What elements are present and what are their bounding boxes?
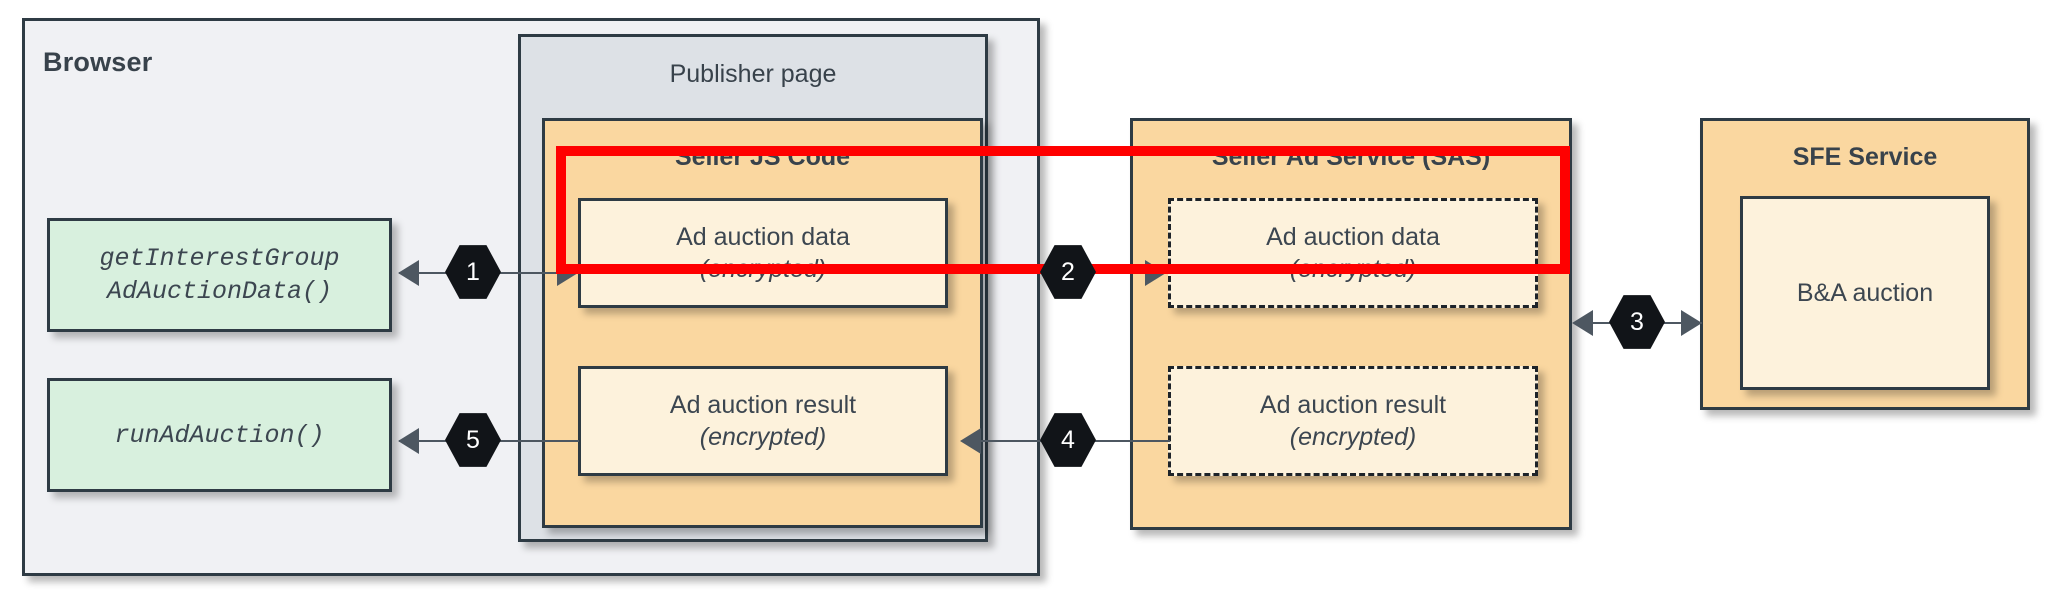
- connector-step-5-arrowhead: [398, 428, 419, 454]
- seller-js-ad-auction-data-box: Ad auction data (encrypted): [578, 198, 948, 308]
- publisher-page-title: Publisher page: [669, 60, 837, 88]
- browser-label: Browser: [43, 47, 153, 77]
- get-interest-group-ad-auction-data-label-line1: getInterestGroup: [99, 244, 340, 273]
- seller-js-ad-auction-data-sublabel: (encrypted): [699, 255, 827, 283]
- get-interest-group-ad-auction-data-label-line2: AdAuctionData(): [106, 277, 333, 306]
- sfe-ba-auction-box: B&A auction: [1740, 196, 1990, 390]
- connector-step-2-arrowhead: [1145, 260, 1166, 286]
- step-marker-3: 3: [1609, 295, 1665, 349]
- sas-ad-auction-data-sublabel: (encrypted): [1289, 255, 1417, 283]
- step-marker-2-number: 2: [1061, 257, 1075, 286]
- seller-ad-service-title: Seller Ad Service (SAS): [1211, 143, 1491, 171]
- step-marker-4-number: 4: [1061, 425, 1075, 454]
- seller-js-ad-auction-result-box: Ad auction result (encrypted): [578, 366, 948, 476]
- connector-step-1-arrowhead-right: [557, 260, 578, 286]
- seller-js-ad-auction-result-label: Ad auction result: [669, 390, 857, 419]
- seller-js-ad-auction-data-label: Ad auction data: [676, 222, 850, 251]
- run-ad-auction-label: runAdAuction(): [114, 420, 325, 450]
- sfe-service-title: SFE Service: [1792, 143, 1938, 171]
- connector-step-3-arrowhead-left: [1572, 310, 1593, 336]
- seller-js-code-title: Seller JS Code: [674, 143, 851, 171]
- sas-ad-auction-result-label: Ad auction result: [1259, 390, 1447, 419]
- step-marker-3-number: 3: [1630, 307, 1644, 336]
- sas-ad-auction-result-box: Ad auction result (encrypted): [1168, 366, 1538, 476]
- connector-step-4-arrowhead: [960, 428, 981, 454]
- connector-step-1-arrowhead-left: [398, 260, 419, 286]
- get-interest-group-ad-auction-data-box: getInterestGroup AdAuctionData(): [47, 218, 392, 332]
- sas-ad-auction-result-sublabel: (encrypted): [1289, 423, 1417, 451]
- step-marker-2: 2: [1040, 245, 1096, 299]
- step-marker-4: 4: [1040, 413, 1096, 467]
- sfe-ba-auction-label: B&A auction: [1796, 278, 1934, 307]
- connector-step-3-arrowhead-right: [1681, 310, 1702, 336]
- run-ad-auction-box: runAdAuction(): [47, 378, 392, 492]
- step-marker-1-number: 1: [466, 257, 480, 286]
- seller-js-ad-auction-result-sublabel: (encrypted): [699, 423, 827, 451]
- sas-ad-auction-data-label: Ad auction data: [1266, 222, 1440, 251]
- sas-ad-auction-data-box: Ad auction data (encrypted): [1168, 198, 1538, 308]
- step-marker-5-number: 5: [466, 425, 480, 454]
